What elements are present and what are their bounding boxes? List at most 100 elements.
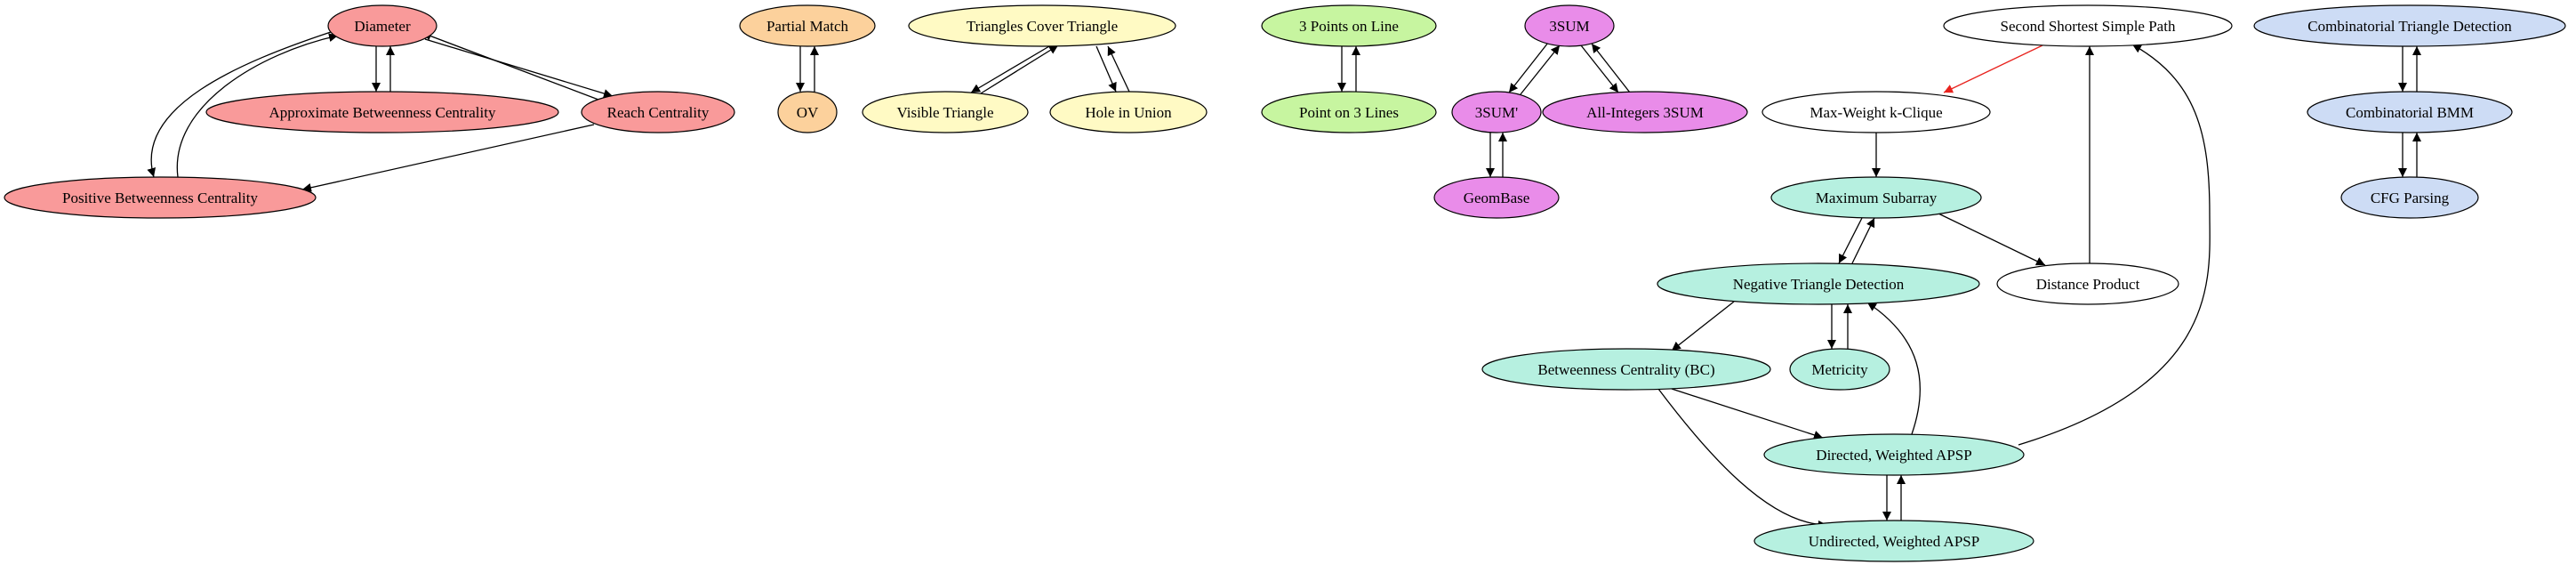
node-max-weight-clique: Max-Weight k-Clique	[1761, 91, 1991, 133]
edge-line	[1938, 213, 2046, 266]
node-hole-union: Hole in Union	[1049, 91, 1208, 133]
node-shape	[1481, 348, 1771, 391]
node-label: OV	[797, 104, 819, 121]
node-label: 3 Points on Line	[1299, 18, 1399, 35]
node-label: Combinatorial BMM	[2346, 104, 2474, 121]
node-shape	[1451, 91, 1542, 133]
edge-hole-union-to-tri-cover	[1107, 45, 1130, 93]
node-label: Diameter	[354, 18, 411, 35]
node-label: Combinatorial Triangle Detection	[2307, 18, 2512, 35]
node-shape	[581, 91, 735, 133]
edge-line	[980, 44, 1059, 94]
node-shape	[908, 4, 1176, 47]
node-shape	[1657, 262, 1980, 305]
edge-neg-triangle-to-max-subarray	[1851, 217, 1875, 264]
node-shape	[1770, 176, 1982, 219]
node-shape	[1261, 91, 1437, 133]
node-ov: OV	[777, 91, 838, 133]
edge-line	[176, 33, 339, 178]
edge-line	[1591, 43, 1631, 93]
node-label: Hole in Union	[1085, 104, 1172, 121]
node-label: Partial Match	[766, 18, 849, 35]
node-label: Second Shortest Simple Path	[2001, 18, 2176, 35]
node-threesum: 3SUM	[1524, 4, 1615, 47]
node-neg-triangle: Negative Triangle Detection	[1657, 262, 1980, 305]
edge-line	[1671, 388, 1824, 440]
node-label: Triangles Cover Triangle	[967, 18, 1118, 35]
edge-line	[970, 45, 1050, 93]
node-pos-bc: Positive Betweenness Centrality	[4, 176, 317, 219]
edge-line	[147, 31, 332, 178]
edge-line	[1580, 44, 1619, 93]
node-metricity: Metricity	[1789, 348, 1890, 391]
edge-line	[424, 38, 614, 98]
node-label: Maximum Subarray	[1816, 190, 1938, 206]
node-shape	[1049, 91, 1208, 133]
edge-line	[301, 124, 595, 192]
edge-line	[1866, 302, 1921, 435]
node-shape	[2253, 4, 2566, 47]
node-shape	[777, 91, 838, 133]
edge-reach-to-pos-bc	[301, 124, 595, 192]
edge-threesum-to-threesum-prime	[1508, 42, 1549, 93]
edge-line	[1838, 217, 1863, 264]
edge-bc-to-dir-apsp	[1671, 388, 1824, 440]
node-label: All-Integers 3SUM	[1586, 104, 1704, 121]
node-shape	[1433, 176, 1560, 219]
edge-line	[2018, 44, 2211, 446]
node-label: 3SUM'	[1475, 104, 1518, 121]
edge-dir-apsp-to-second-shortest	[2018, 44, 2211, 446]
node-shape	[327, 4, 437, 47]
node-label: 3SUM	[1549, 18, 1589, 35]
edge-line	[1657, 388, 1828, 529]
edge-line	[1107, 45, 1130, 93]
edge-line	[1520, 44, 1561, 95]
edge-max-subarray-to-neg-triangle	[1838, 217, 1863, 264]
node-shape	[739, 4, 876, 47]
edge-line	[1851, 217, 1875, 264]
node-visible-tri: Visible Triangle	[862, 91, 1029, 133]
node-undir-apsp: Undirected, Weighted APSP	[1753, 520, 2034, 562]
node-threesum-prime: 3SUM'	[1451, 91, 1542, 133]
edge-line	[1095, 45, 1117, 93]
edge-neg-triangle-to-bc	[1671, 301, 1735, 351]
node-label: Betweenness Centrality (BC)	[1537, 361, 1714, 378]
edge-all-int-3sum-to-threesum	[1591, 43, 1631, 93]
node-label: CFG Parsing	[2371, 190, 2450, 206]
node-label: Visible Triangle	[896, 104, 993, 121]
edge-tri-cover-to-hole-union	[1095, 45, 1117, 93]
node-shape	[2307, 91, 2513, 133]
edge-line	[421, 31, 606, 103]
node-shape	[1943, 4, 2233, 47]
edge-threesum-prime-to-threesum	[1520, 44, 1561, 95]
edge-tri-cover-to-visible-tri	[970, 45, 1050, 93]
edge-threesum-to-all-int-3sum	[1580, 44, 1619, 93]
edge-line	[1943, 44, 2043, 93]
edge-dir-apsp-to-neg-triangle	[1866, 302, 1921, 435]
edges-layer	[147, 31, 2421, 529]
node-label: Undirected, Weighted APSP	[1809, 533, 1979, 550]
edge-visible-tri-to-tri-cover	[980, 44, 1059, 94]
edge-diameter-to-reach	[424, 38, 614, 98]
node-shape	[1261, 4, 1437, 47]
edge-pos-bc-to-diameter	[176, 33, 339, 178]
node-label: Point on 3 Lines	[1299, 104, 1399, 121]
edge-second-shortest-to-max-weight-clique	[1943, 44, 2043, 93]
node-distance-product: Distance Product	[1996, 262, 2179, 305]
edge-bc-to-undir-apsp	[1657, 388, 1828, 529]
node-label: Max-Weight k-Clique	[1810, 104, 1942, 121]
node-shape	[205, 91, 559, 133]
node-diameter: Diameter	[327, 4, 437, 47]
node-shape	[1753, 520, 2034, 562]
node-label: Metricity	[1811, 361, 1868, 378]
node-comb-bmm: Combinatorial BMM	[2307, 91, 2513, 133]
node-point-three-lines: Point on 3 Lines	[1261, 91, 1437, 133]
node-geombase: GeomBase	[1433, 176, 1560, 219]
node-dir-apsp: Directed, Weighted APSP	[1763, 433, 2025, 476]
node-shape	[1542, 91, 1748, 133]
node-cfg-parsing: CFG Parsing	[2340, 176, 2479, 219]
node-label: Approximate Betweenness Centrality	[269, 104, 496, 121]
node-approx-bc: Approximate Betweenness Centrality	[205, 91, 559, 133]
edge-max-subarray-to-distance-product	[1938, 213, 2046, 266]
